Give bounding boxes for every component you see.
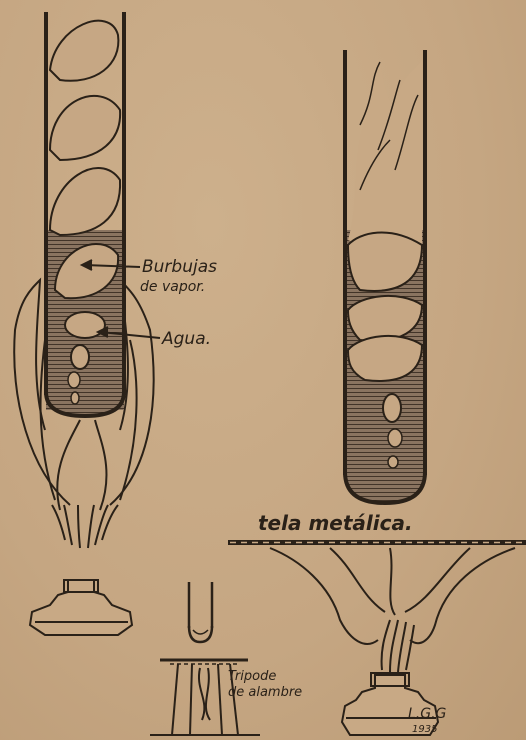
tripod-label-line2: de alambre <box>228 685 302 700</box>
signature-initials: L.G.G <box>408 706 447 722</box>
bubbles-label-line1: Burbujas <box>142 257 217 277</box>
right-flame <box>270 548 515 644</box>
left-flame-roots <box>52 505 118 548</box>
left-test-tube <box>46 12 124 416</box>
wire-gauze <box>228 540 526 545</box>
left-burner <box>30 580 132 635</box>
water-label: Agua. <box>161 329 211 349</box>
small-test-tube <box>189 582 212 642</box>
signature-year: 1935 <box>412 724 437 735</box>
bubbles-label-line2: de vapor. <box>140 279 205 295</box>
right-flame-roots <box>382 620 414 672</box>
wire-gauze-label: tela metálica. <box>258 511 413 535</box>
right-test-tube <box>345 50 425 503</box>
tripod-label-line1: Tripode <box>228 669 276 684</box>
